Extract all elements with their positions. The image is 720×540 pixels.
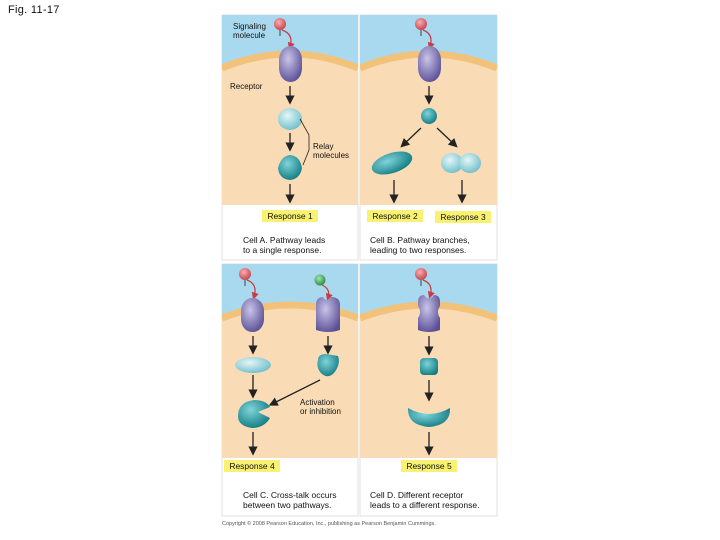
panel-a-caption-1: Cell A. Pathway leads bbox=[243, 235, 325, 245]
panel-b-response-label-2: Response 2 bbox=[372, 211, 418, 221]
panel-a-relay-label-2: molecules bbox=[313, 151, 349, 160]
panel-d-relay-crescent bbox=[407, 408, 451, 427]
panel-b-arrow-right bbox=[436, 127, 458, 148]
panel-a-relay-label-1: Relay bbox=[313, 142, 333, 151]
panel-a-signal-label-1: Signaling bbox=[233, 22, 266, 31]
panel-c-response-box bbox=[224, 460, 280, 472]
panel-a-caption-2: to a single response. bbox=[243, 245, 321, 255]
panel-b-response-box-3 bbox=[435, 211, 491, 223]
panel-c-receptor-right bbox=[316, 297, 340, 332]
panel-cell-c: Activation or inhibition Response 4 Cell… bbox=[221, 263, 359, 517]
panel-b-arrow-left bbox=[400, 127, 422, 148]
panel-d-relay-square bbox=[420, 358, 438, 375]
panel-d-signal-arrow bbox=[422, 279, 435, 299]
panel-c-activation-label-1: Activation bbox=[300, 398, 335, 407]
panel-c-relay-right bbox=[317, 354, 339, 377]
panel-b-relay-left bbox=[371, 151, 413, 175]
panel-b-signal-arrow bbox=[422, 29, 435, 50]
panel-d-receptor bbox=[418, 295, 440, 332]
panel-d-response-box bbox=[401, 460, 457, 472]
panel-cell-b: Response 2 Response 3 Cell B. Pathway br… bbox=[359, 14, 498, 261]
panel-a-signal-label-2: molecule bbox=[233, 31, 266, 40]
panel-a-signal-molecule bbox=[274, 18, 286, 36]
panel-c-response-label: Response 4 bbox=[229, 461, 275, 471]
panel-a-response-label: Response 1 bbox=[267, 211, 313, 221]
panel-c-caption-1: Cell C. Cross-talk occurs bbox=[243, 490, 337, 500]
panel-c-receptor-left bbox=[241, 298, 264, 332]
figure-label: Fig. 11-17 bbox=[8, 4, 60, 16]
panel-d-caption-1: Cell D. Different receptor bbox=[370, 490, 464, 500]
panel-b-response-box-2 bbox=[367, 210, 423, 222]
panel-b-relay-right bbox=[441, 153, 481, 173]
panel-b-response-label-3: Response 3 bbox=[440, 212, 486, 222]
panel-c-signal-molecule-left bbox=[239, 268, 251, 286]
panel-c-signal-arrow-right bbox=[321, 284, 333, 301]
panel-c-caption-2: between two pathways. bbox=[243, 500, 331, 510]
panel-c-signal-molecule-right bbox=[314, 274, 326, 286]
panel-b-caption-2: leading to two responses. bbox=[370, 245, 466, 255]
panel-b-caption-1: Cell B. Pathway branches, bbox=[370, 235, 470, 245]
panel-c-relay-left bbox=[235, 357, 271, 373]
panel-a-relay-bracket bbox=[299, 118, 310, 166]
panel-a-receptor-label: Receptor bbox=[230, 82, 263, 91]
panel-c-membrane bbox=[222, 301, 358, 322]
panel-a-relay-dark bbox=[278, 155, 302, 180]
panel-cell-d: Response 5 Cell D. Different receptor le… bbox=[359, 263, 498, 517]
panel-c-activation-label-2: or inhibition bbox=[300, 407, 341, 416]
panel-a-relay-light bbox=[278, 108, 302, 130]
panel-b-relay-small bbox=[421, 108, 437, 124]
panel-cell-a: Response 1 Signaling molecule Receptor R… bbox=[221, 14, 359, 261]
panel-a-receptor bbox=[279, 46, 302, 82]
panel-c-arrow-cross-talk bbox=[268, 379, 321, 406]
panel-b-signal-molecule bbox=[415, 18, 427, 36]
panel-c-relay-activated bbox=[238, 400, 270, 428]
panel-a-response-box bbox=[262, 210, 318, 222]
panel-d-signal-molecule bbox=[415, 268, 427, 286]
copyright-notice: Copyright © 2008 Pearson Education, Inc.… bbox=[222, 520, 436, 527]
panel-a-signal-arrow bbox=[281, 29, 295, 50]
panel-d-response-label: Response 5 bbox=[406, 461, 452, 471]
panel-c-signal-arrow-left bbox=[246, 279, 259, 300]
panel-d-caption-2: leads to a different response. bbox=[370, 500, 479, 510]
panel-b-receptor bbox=[418, 46, 441, 82]
